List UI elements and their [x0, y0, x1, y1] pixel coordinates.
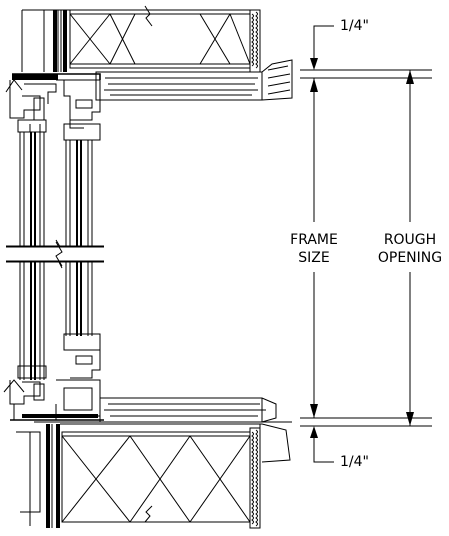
sash-glass-panels	[6, 132, 104, 380]
frame-size-label-line2: SIZE	[298, 250, 329, 266]
dimension-lines	[300, 25, 432, 463]
rough-opening-label-line1: ROUGH	[384, 232, 436, 248]
sill-board	[99, 397, 277, 423]
sill-wall-section	[16, 421, 292, 529]
bottom-gap-label: 1/4"	[340, 454, 369, 470]
head-wall-section	[21, 5, 293, 101]
drywall-texture-bottom	[249, 427, 261, 529]
window-frame-head	[5, 73, 101, 141]
rough-opening-label-line2: OPENING	[378, 250, 442, 266]
frame-size-label-line1: FRAME	[290, 232, 338, 248]
drywall-texture-top	[249, 9, 261, 73]
window-frame-sill	[3, 333, 104, 421]
top-gap-label: 1/4"	[340, 18, 369, 34]
